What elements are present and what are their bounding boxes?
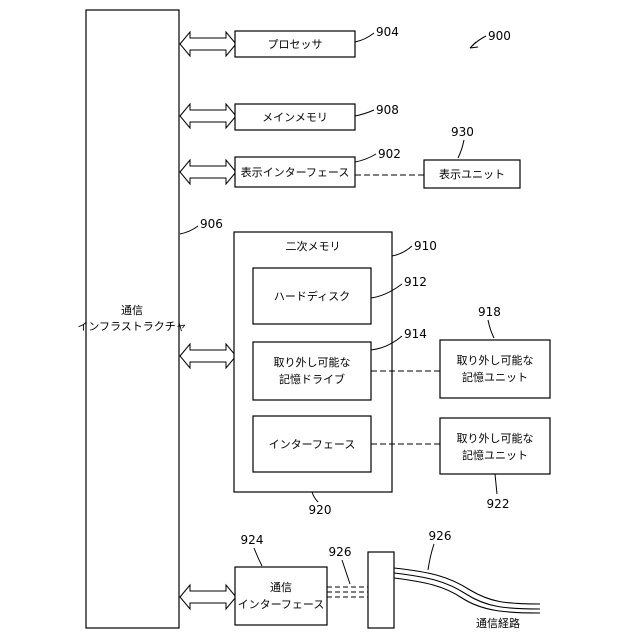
ref-926-signal-leader [342,560,350,584]
ref-904: 904 [376,25,399,39]
removable-unit-2-box [440,418,550,474]
processor-label: プロセッサ [268,38,323,51]
interface-label: インターフェース [269,438,356,451]
comm-interface-box [235,567,327,625]
ref-902-leader [355,154,376,162]
display-unit-label: 表示ユニット [439,167,505,181]
secondary-memory-bus-arrow [180,344,236,368]
cable-outer-bottom [394,578,540,613]
ref-904-leader [355,33,374,42]
display-interface-label: 表示インターフェース [241,165,350,179]
removable-drive-box [253,342,371,400]
ref-926-path: 926 [429,529,452,543]
ref-922-leader [495,474,497,494]
main-memory-bus-arrow [180,104,236,128]
ref-912: 912 [404,275,427,289]
infrastructure-label-line1: 通信 [121,304,143,317]
ref-914: 914 [404,327,427,341]
ref-930: 930 [451,125,474,139]
removable-unit-2-label-line1: 取り外し可能な [457,431,534,445]
removable-unit-1-box [440,340,550,398]
infrastructure-label-line2: インフラストラクチャ [77,320,186,333]
ref-920: 920 [309,503,332,517]
figure-number: 900 [488,29,511,43]
communication-infrastructure-box [86,10,179,628]
figure-number-arrowhead [470,42,478,48]
comm-interface-label-line2: インターフェース [238,598,325,611]
ref-906: 906 [200,217,223,231]
ref-924-leader [254,548,262,566]
processor-bus-arrow [180,32,236,56]
ref-924: 924 [241,533,264,547]
removable-drive-label-line1: 取り外し可能な [274,355,351,369]
removable-unit-1-label-line1: 取り外し可能な [457,353,534,367]
ref-910: 910 [414,239,437,253]
ref-918: 918 [478,305,501,319]
ref-918-leader [488,320,494,338]
ref-902: 902 [378,147,401,161]
cable-outer-top [394,568,540,604]
comm-interface-bus-arrow [180,585,236,609]
ref-930-leader [458,140,464,158]
ref-926-signal: 926 [329,545,352,559]
secondary-memory-label: 二次メモリ [286,239,341,253]
removable-drive-label-line2: 記憶ドライブ [279,372,345,386]
removable-unit-1-label-line2: 記憶ユニット [462,370,528,384]
ref-910-leader [392,246,412,256]
display-interface-bus-arrow [180,160,236,184]
ref-920-leader [312,492,318,502]
ref-926-path-leader [428,544,434,570]
removable-unit-2-label-line2: 記憶ユニット [462,448,528,462]
comm-path-label: 通信経路 [476,617,520,630]
ref-922: 922 [487,497,510,511]
hard-disk-label: ハードディスク [274,289,350,303]
channel-connector [368,552,394,628]
ref-908: 908 [376,103,399,117]
main-memory-label: メインメモリ [262,111,328,124]
comm-interface-label-line1: 通信 [270,581,292,594]
ref-908-leader [355,110,374,116]
ref-906-leader [180,226,198,234]
